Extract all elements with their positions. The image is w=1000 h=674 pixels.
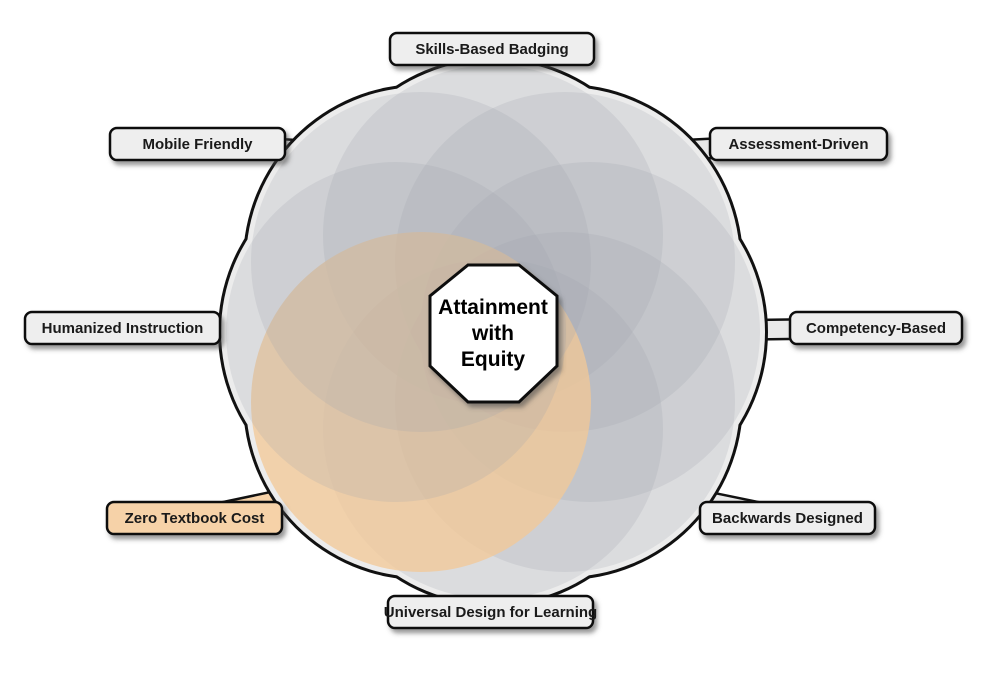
label-box: Humanized Instruction [23, 310, 222, 346]
label-text: Assessment-Driven [728, 136, 868, 153]
label-box: Assessment-Driven [708, 126, 889, 162]
label-box: Backwards Designed [698, 500, 877, 536]
center-octagon [428, 263, 559, 404]
labels: Skills-Based BadgingAssessment-DrivenCom… [23, 31, 964, 630]
label-box-rect [708, 126, 889, 162]
label-text: Zero Textbook Cost [125, 510, 265, 527]
label-box: Zero Textbook Cost [105, 500, 284, 536]
label-box-rect [23, 310, 222, 346]
label-box-rect [108, 126, 287, 162]
label-text: Skills-Based Badging [415, 41, 568, 58]
label-box-rect [388, 31, 596, 67]
label-box: Mobile Friendly [108, 126, 287, 162]
label-box-rect [698, 500, 877, 536]
label-box-rect [105, 500, 284, 536]
center-line-3: Equity [461, 348, 525, 371]
label-text: Mobile Friendly [142, 136, 253, 153]
label-text: Humanized Instruction [42, 320, 204, 337]
center-line-1: Attainment [438, 296, 548, 319]
label-box-rect [788, 310, 964, 346]
label-box: Skills-Based Badging [388, 31, 596, 67]
label-text: Backwards Designed [712, 510, 863, 527]
label-text: Universal Design for Learning [384, 604, 597, 621]
label-box: Universal Design for Learning [384, 594, 597, 630]
label-box: Competency-Based [788, 310, 964, 346]
petal-circle [226, 162, 566, 502]
label-text: Competency-Based [806, 320, 946, 337]
center-hub: Attainment with Equity [428, 263, 559, 404]
center-line-2: with [471, 322, 514, 345]
petals [226, 65, 760, 599]
label-box-rect [386, 594, 595, 630]
